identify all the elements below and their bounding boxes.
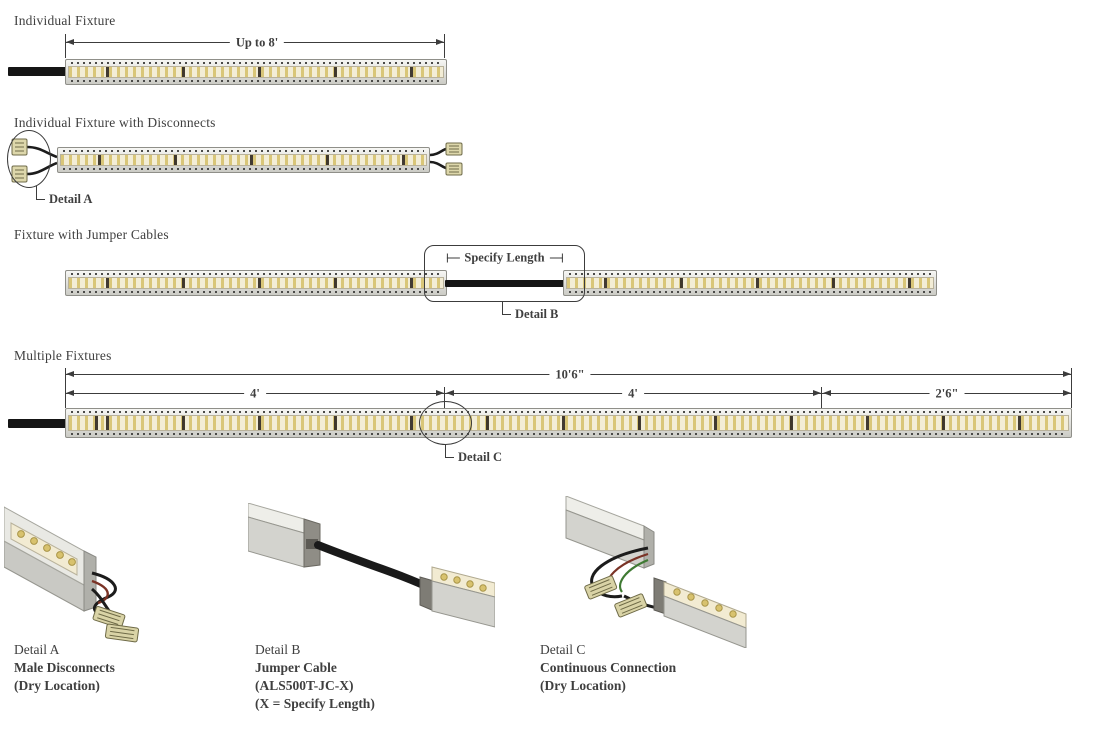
dimension-arrow: [66, 39, 74, 45]
detail-b-illustration: [248, 503, 495, 628]
power-cable: [8, 419, 67, 428]
detail-a-caption: Detail A Male Disconnects (Dry Location): [14, 641, 115, 695]
detail-c-callout-ellipse: [419, 401, 472, 445]
screw-dots-top: [71, 411, 1066, 413]
specify-length-box: Specify Length: [424, 245, 585, 302]
section-title-jumper-cables: Fixture with Jumper Cables: [14, 227, 169, 242]
led-tray: [431, 566, 495, 598]
male-disconnect-connectors-right: [430, 142, 463, 176]
dimension-end-right-icon: [549, 253, 563, 263]
specify-length-label: Specify Length: [464, 250, 545, 265]
dimension-tick: [444, 387, 445, 408]
male-disconnect-connector: [584, 575, 618, 600]
section-title-multiple-fixtures: Multiple Fixtures: [14, 348, 112, 363]
detail-b-caption-note: (X = Specify Length): [255, 696, 375, 711]
screw-dots-bottom: [71, 291, 441, 293]
detail-a-caption-label: Detail A: [14, 642, 60, 657]
fixture-bar-jumper-left: [65, 270, 447, 296]
dimension-tick: [444, 34, 445, 58]
screw-dots-bottom: [71, 433, 1066, 435]
detail-c-caption-title: Continuous Connection: [540, 660, 677, 675]
detail-c-caption-label: Detail C: [540, 642, 586, 657]
dimension-tick: [65, 34, 66, 58]
wire-red: [91, 579, 109, 605]
screw-dots-top: [71, 62, 441, 64]
detail-a-tag: Detail A: [49, 192, 93, 206]
detail-a-caption-title: Male Disconnects: [14, 660, 115, 675]
detail-c-caption: Detail C Continuous Connection (Dry Loca…: [540, 641, 676, 695]
led-strip: [566, 277, 934, 289]
male-disconnect-connector: [614, 593, 648, 618]
detail-b-caption: Detail B Jumper Cable (ALS500T-JC-X) (X …: [255, 641, 375, 713]
led-strip: [68, 415, 1069, 431]
screw-dots-top: [569, 273, 931, 275]
dimension-arrow: [446, 390, 454, 396]
screw-dots-top: [63, 150, 424, 152]
dimension-label-segment-2: 4': [622, 386, 644, 402]
dimension-label-segment-1: 4': [244, 386, 266, 402]
detail-b-leader-line: [502, 302, 511, 315]
detail-a-illustration: [4, 506, 140, 643]
led-strip: [68, 66, 444, 78]
screw-dots-bottom: [71, 80, 441, 82]
jumper-cable: [314, 541, 436, 593]
detail-c-tag: Detail C: [458, 450, 503, 464]
fixture-bar-jumper-right: [563, 270, 937, 296]
fixture-bar-individual: [65, 59, 447, 85]
fixture-channel-side: [663, 595, 747, 648]
power-cable: [8, 67, 67, 76]
dimension-arrow: [1063, 371, 1071, 377]
section-title-fixture-with-disconnects: Individual Fixture with Disconnects: [14, 115, 216, 130]
led-strip: [60, 154, 427, 166]
fixture-bar-multiple: [65, 408, 1072, 438]
dimension-label-up-to-8ft: Up to 8': [229, 35, 285, 51]
dimension-line-segments: [65, 393, 1072, 394]
dimension-tick: [65, 368, 66, 408]
dimension-label-overall: 10'6": [549, 367, 591, 383]
detail-b-caption-title: Jumper Cable: [255, 660, 337, 675]
fixture-bar-disconnects: [57, 147, 430, 173]
dimension-arrow: [436, 39, 444, 45]
dimension-arrow: [66, 371, 74, 377]
detail-c-leader-line: [445, 444, 454, 458]
cable-gland: [306, 539, 318, 549]
dimension-end-left-icon: [446, 253, 460, 263]
dimension-tick: [821, 387, 822, 408]
wire-green: [619, 558, 649, 593]
detail-a-leader-line: [36, 186, 45, 200]
specify-length-label-row: Specify Length: [443, 250, 566, 266]
detail-c-caption-note: (Dry Location): [540, 678, 626, 693]
dimension-arrow: [823, 390, 831, 396]
dimension-tick: [1071, 368, 1072, 408]
screw-dots-bottom: [63, 168, 424, 170]
detail-a-caption-note: (Dry Location): [14, 678, 100, 693]
led-strip: [68, 277, 444, 289]
screw-dots-top: [71, 273, 441, 275]
detail-c-illustration: [565, 496, 747, 648]
detail-b-caption-model: (ALS500T-JC-X): [255, 678, 354, 693]
detail-a-callout-ellipse: [7, 130, 51, 188]
male-disconnect-connector: [92, 606, 126, 629]
dimension-arrow: [1063, 390, 1071, 396]
jumper-cable: [445, 280, 565, 287]
dimension-label-segment-3: 2'6": [929, 386, 965, 402]
dimension-arrow: [813, 390, 821, 396]
dimension-arrow: [66, 390, 74, 396]
section-title-individual-fixture: Individual Fixture: [14, 13, 116, 28]
dimension-arrow: [436, 390, 444, 396]
detail-b-tag: Detail B: [515, 307, 559, 321]
fixture-channel-side: [431, 580, 495, 628]
screw-dots-bottom: [569, 291, 931, 293]
detail-b-caption-label: Detail B: [255, 642, 301, 657]
fixture-end-cap: [643, 525, 655, 569]
male-disconnect-connector: [104, 623, 140, 643]
